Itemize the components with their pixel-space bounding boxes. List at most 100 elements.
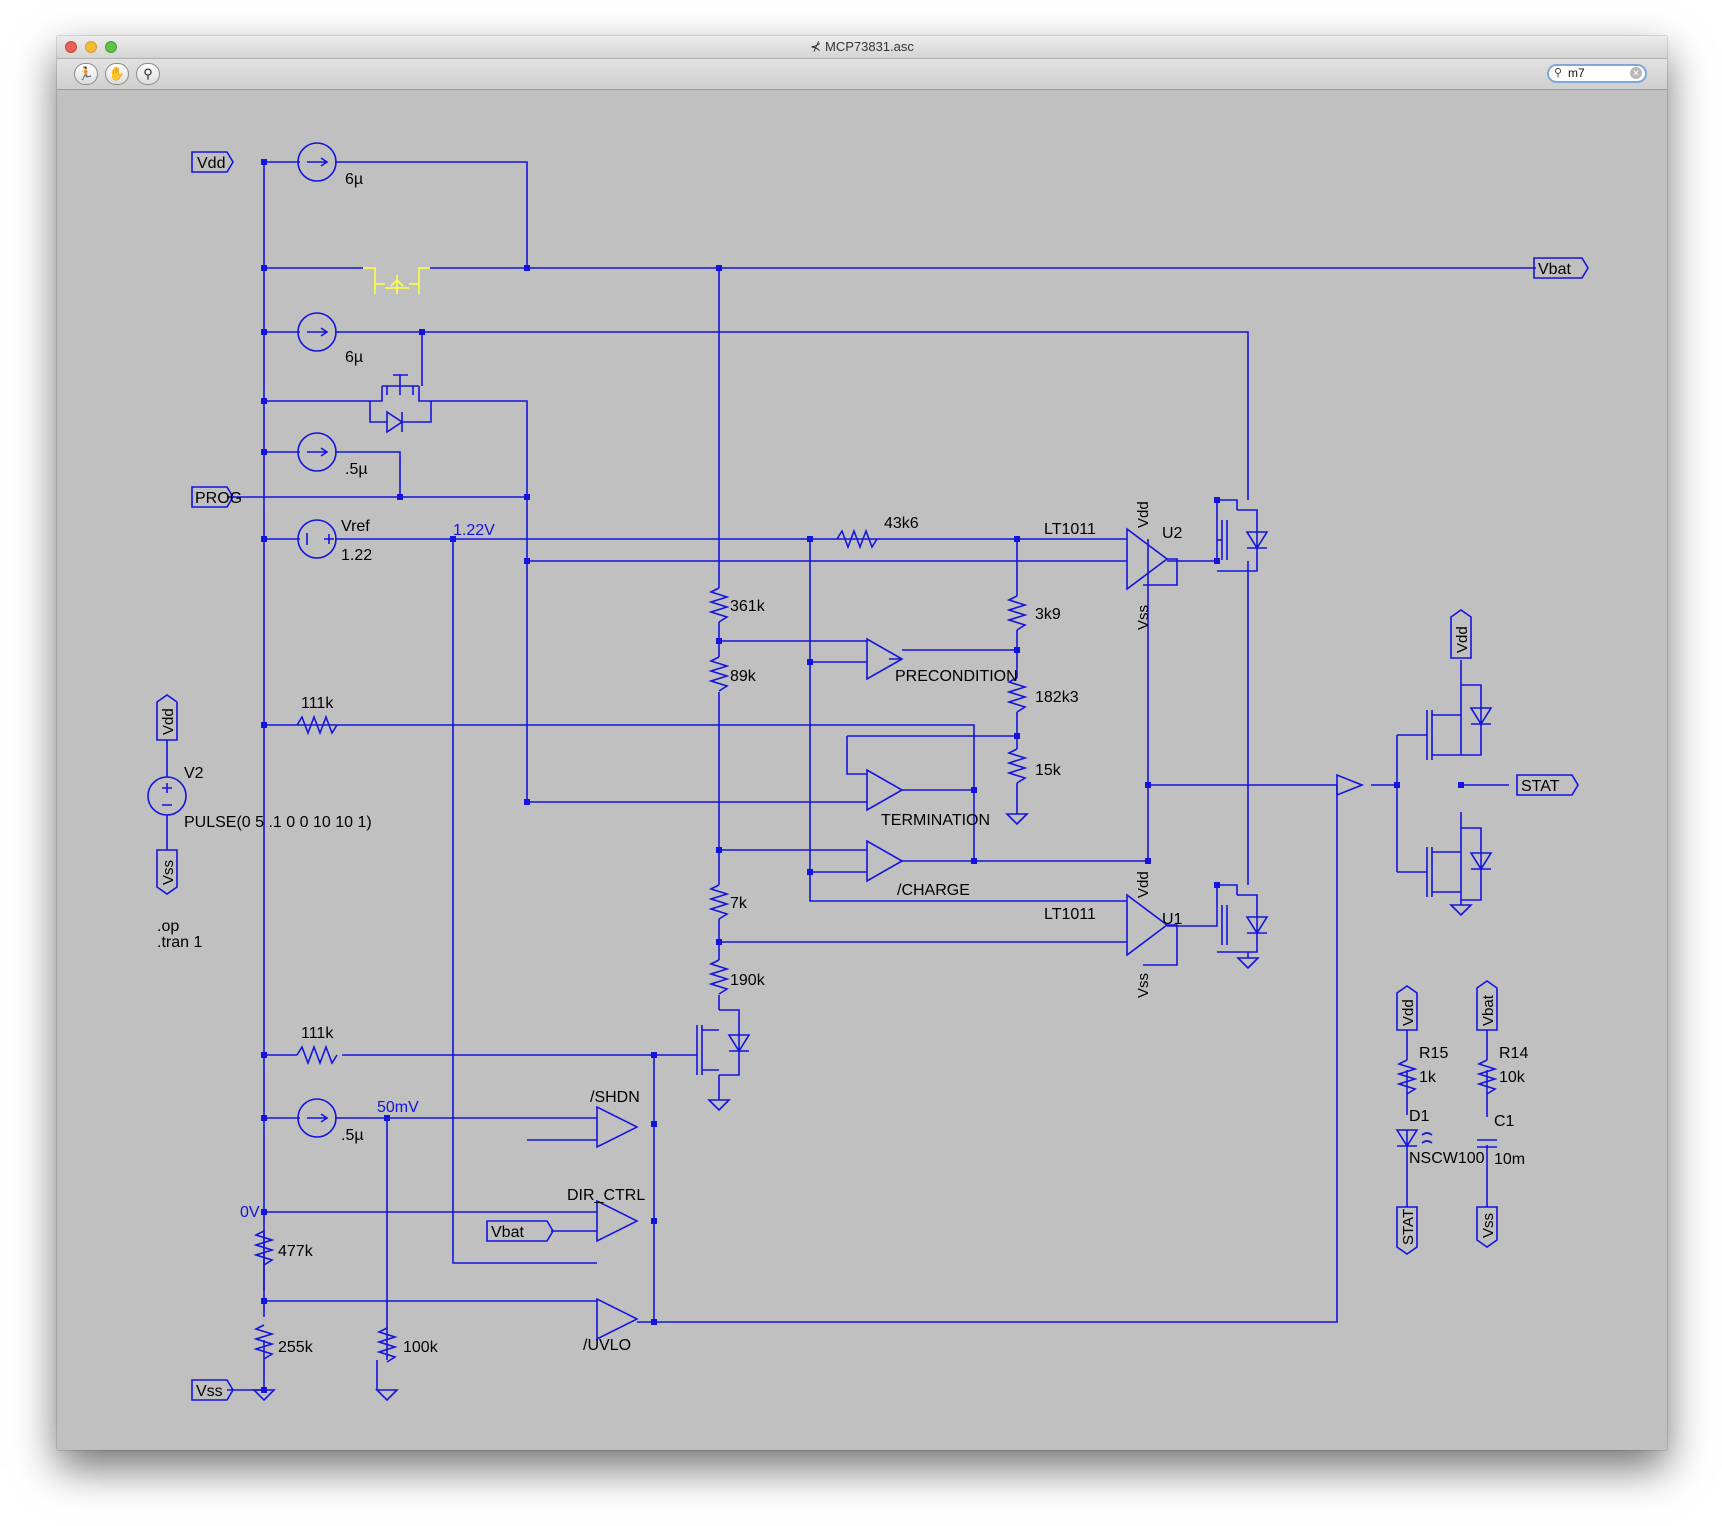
resistor-111k[interactable] xyxy=(296,714,338,736)
net-flag-vss-v2[interactable] xyxy=(156,849,178,895)
junction xyxy=(419,329,425,335)
nmos-190k[interactable] xyxy=(696,1009,751,1100)
comparator-shdn[interactable] xyxy=(596,1105,639,1149)
nmos-u2-output[interactable] xyxy=(1217,499,1269,572)
schematic-window: ⊀MCP73831.asc 🏃 ✋ ⚲ ⚲ m7 ✕ xyxy=(57,36,1667,1450)
resistor-190k[interactable] xyxy=(708,959,730,995)
resistor-111k[interactable] xyxy=(296,1044,338,1066)
net-label-vss-v2: Vss xyxy=(160,860,177,885)
voltage-source-symbol[interactable] xyxy=(297,519,337,559)
junction xyxy=(716,265,722,271)
source-value: .5µ xyxy=(341,1127,364,1144)
resistor-name: R15 xyxy=(1419,1045,1448,1062)
net-flag-stat[interactable] xyxy=(1516,774,1579,796)
net-flag-vdd-r15[interactable] xyxy=(1396,985,1418,1031)
search-icon: ⚲ xyxy=(1554,67,1563,79)
net-label-stat-d1: STAT xyxy=(1400,1209,1417,1245)
buffer-symbol[interactable] xyxy=(1336,773,1365,797)
junction xyxy=(807,869,813,875)
resistor-43k6[interactable] xyxy=(836,528,878,550)
current-source-symbol[interactable] xyxy=(297,312,337,352)
junction xyxy=(261,722,267,728)
net-flag-vdd-v2[interactable] xyxy=(156,694,178,741)
net-flag-vdd[interactable] xyxy=(191,151,234,173)
comparator-label: PRECONDITION xyxy=(895,668,1018,685)
resistor-name: R14 xyxy=(1499,1045,1528,1062)
voltage-annotation: 1.22V xyxy=(453,522,495,539)
comparator-uvlo[interactable] xyxy=(596,1297,639,1341)
opamp-u2[interactable] xyxy=(1126,527,1169,591)
nmos-u1-output[interactable] xyxy=(1217,884,1269,953)
resistor-477k[interactable] xyxy=(253,1230,275,1266)
junction xyxy=(651,1319,657,1325)
comparator-termination[interactable] xyxy=(866,768,904,812)
search-field[interactable]: ⚲ m7 ✕ xyxy=(1547,64,1647,83)
pan-button[interactable]: ✋ xyxy=(105,63,129,85)
net-label-vbat: Vbat xyxy=(1538,261,1571,278)
part-name: U1 xyxy=(1162,911,1183,928)
vref-value: 1.22 xyxy=(341,547,372,564)
comparator-precondition[interactable] xyxy=(866,637,904,681)
search-input[interactable]: m7 xyxy=(1568,66,1585,80)
voltage-source-symbol[interactable] xyxy=(147,776,187,816)
net-flag-vbat[interactable] xyxy=(1533,257,1589,279)
resistor-255k[interactable] xyxy=(253,1324,275,1360)
comparator-label: /SHDN xyxy=(590,1089,640,1106)
net-flag-stat-d1[interactable] xyxy=(1396,1206,1418,1255)
comparator-dir-ctrl[interactable] xyxy=(596,1199,639,1243)
resistor-15k[interactable] xyxy=(1006,748,1028,784)
junction xyxy=(716,939,722,945)
schematic-canvas[interactable]: Vdd Vbat PROG STAT Vbat Vss Vdd Vss Vdd … xyxy=(57,90,1667,1450)
minimize-window-button[interactable] xyxy=(85,41,97,53)
clear-search-icon[interactable]: ✕ xyxy=(1630,67,1642,79)
ground-symbol xyxy=(1449,904,1473,917)
comparator-label: /UVLO xyxy=(583,1337,631,1354)
nmos-stat-driver[interactable] xyxy=(1426,827,1493,901)
net-flag-vss[interactable] xyxy=(191,1379,234,1401)
junction xyxy=(261,398,267,404)
junction xyxy=(1145,858,1151,864)
resistor-100k[interactable] xyxy=(376,1327,398,1363)
resistor-label: 111k xyxy=(301,1025,334,1042)
led-d1[interactable] xyxy=(1395,1129,1433,1148)
resistor-label: 255k xyxy=(278,1339,314,1356)
resistor-3k9[interactable] xyxy=(1006,595,1028,631)
title-bar: ⊀MCP73831.asc xyxy=(57,36,1667,59)
junction xyxy=(1014,536,1020,542)
part-value: 10m xyxy=(1494,1151,1525,1168)
resistor-182k3[interactable] xyxy=(1006,677,1028,713)
junction xyxy=(651,1052,657,1058)
pmos-transistor[interactable] xyxy=(369,374,432,434)
resistor-r15[interactable] xyxy=(1396,1059,1418,1095)
junction xyxy=(261,159,267,165)
pmos-stat-driver[interactable] xyxy=(1426,684,1493,760)
resistor-89k[interactable] xyxy=(708,656,730,692)
current-source-symbol[interactable] xyxy=(297,1098,337,1138)
comparator-label: DIR_CTRL xyxy=(567,1187,645,1204)
net-flag-vbat-dir[interactable] xyxy=(486,1220,554,1242)
current-source-symbol[interactable] xyxy=(297,142,337,182)
probe-button[interactable]: ⚲ xyxy=(136,63,160,85)
resistor-label: 43k6 xyxy=(884,515,919,532)
resistor-7k[interactable] xyxy=(708,884,730,920)
spice-directive[interactable]: .op xyxy=(157,918,179,935)
window-title: MCP73831.asc xyxy=(825,39,914,54)
capacitor-c1[interactable] xyxy=(1477,1139,1497,1148)
current-source-symbol[interactable] xyxy=(297,432,337,472)
net-flag-vss-c1[interactable] xyxy=(1476,1206,1498,1248)
highlighted-mosfet[interactable] xyxy=(363,267,430,294)
close-window-button[interactable] xyxy=(65,41,77,53)
opamp-u1[interactable] xyxy=(1126,893,1169,957)
net-flag-vbat-r14[interactable] xyxy=(1476,980,1498,1031)
resistor-r14[interactable] xyxy=(1476,1059,1498,1095)
comparator-charge[interactable] xyxy=(866,839,904,883)
net-label-vdd-u1: Vdd xyxy=(1135,871,1152,898)
junction xyxy=(261,1298,267,1304)
spice-directive[interactable]: .tran 1 xyxy=(157,934,202,951)
net-flag-vdd-out[interactable] xyxy=(1450,609,1472,659)
zoom-window-button[interactable] xyxy=(105,41,117,53)
net-flag-prog[interactable] xyxy=(191,486,234,508)
resistor-361k[interactable] xyxy=(708,587,730,623)
run-button[interactable]: 🏃 xyxy=(74,63,98,85)
junction xyxy=(524,494,530,500)
